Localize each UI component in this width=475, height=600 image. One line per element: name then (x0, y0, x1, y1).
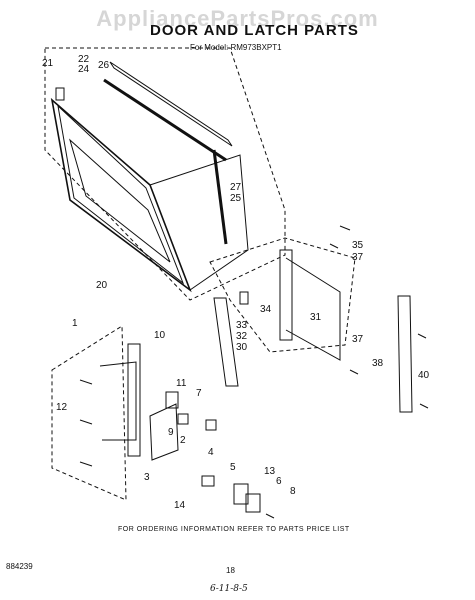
switch-6 (245, 493, 261, 513)
model-label: For Model: RM973BXPT1 (190, 43, 282, 52)
latch-hook (165, 391, 179, 409)
screw-37a (329, 243, 339, 249)
hinge-block (55, 87, 65, 101)
callout-6: 6 (276, 476, 282, 487)
callout-14: 14 (174, 500, 186, 511)
callout-22: 22 (78, 54, 90, 65)
callout-12: 12 (56, 402, 68, 413)
callout-31: 31 (310, 312, 322, 323)
actuator (201, 475, 215, 487)
screw-40a (417, 333, 427, 339)
latch-bar (213, 297, 239, 387)
callout-21: 21 (42, 58, 54, 69)
diagram-title: DOOR AND LATCH PARTS (150, 22, 359, 39)
screw-37b (349, 369, 359, 375)
spring-4 (205, 419, 217, 431)
callout-37a: 37 (352, 252, 364, 263)
latch-plate (279, 249, 293, 341)
lever (149, 403, 179, 461)
callout-11: 11 (176, 378, 187, 389)
callout-34: 34 (260, 304, 272, 315)
latch-tab (239, 291, 249, 305)
callout-33: 33 (236, 320, 248, 331)
screw-8 (265, 513, 275, 519)
watermark: AppliancePartsPros.com (96, 6, 379, 31)
gasket-strip (103, 78, 227, 162)
callout-26: 26 (98, 60, 110, 71)
callout-40: 40 (418, 370, 430, 381)
latch-rail (397, 295, 413, 413)
callout-20: 20 (96, 280, 108, 291)
callout-27: 27 (230, 182, 242, 193)
callout-13: 13 (264, 466, 276, 477)
callout-25: 25 (230, 193, 242, 204)
callout-24: 24 (78, 64, 90, 75)
spring-2 (177, 413, 189, 425)
lower-assembly-outline (51, 325, 127, 501)
handwritten-mark: 6-11-8-5 (210, 584, 248, 594)
callout-1: 1 (72, 318, 78, 329)
callout-5: 5 (230, 462, 236, 473)
side-seal (212, 149, 228, 245)
door-assembly-outline (44, 47, 286, 301)
callout-35: 35 (352, 240, 364, 251)
callout-3: 3 (144, 472, 150, 483)
page-number: 18 (226, 566, 235, 575)
callout-10: 10 (154, 330, 166, 341)
callout-37b: 37 (352, 334, 364, 345)
screw-12b (79, 419, 93, 425)
latch-assembly-outline (209, 237, 356, 353)
diagram-code: 884239 (6, 562, 33, 571)
callout-2: 2 (180, 435, 186, 446)
callout-32: 32 (236, 331, 248, 342)
callout-4: 4 (208, 447, 214, 458)
screw-12c (79, 461, 93, 467)
callout-8: 8 (290, 486, 296, 497)
callout-38: 38 (372, 358, 384, 369)
choke-strip (109, 61, 233, 147)
callout-30: 30 (236, 342, 248, 353)
ordering-note: FOR ORDERING INFORMATION REFER TO PARTS … (118, 526, 350, 533)
callout-9: 9 (168, 427, 174, 438)
callout-7: 7 (196, 388, 202, 399)
screw-40b (419, 403, 429, 409)
screw-35 (339, 225, 351, 231)
hinge-bar (127, 343, 141, 457)
door-window (69, 138, 171, 263)
screw-12a (79, 379, 93, 385)
